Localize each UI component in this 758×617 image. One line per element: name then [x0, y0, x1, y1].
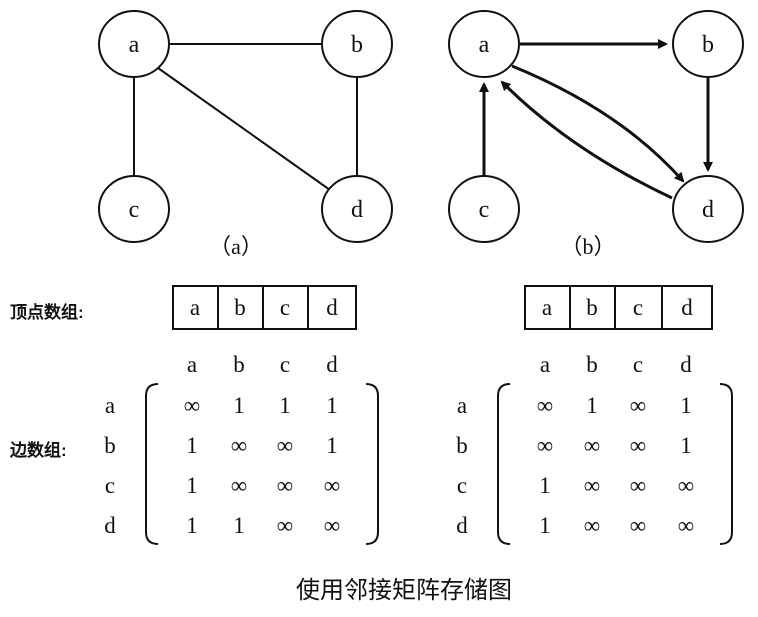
graph-b-label-b: b [702, 32, 714, 58]
matrix-b-col-header: b [586, 352, 598, 377]
matrix-b-cell: ∞ [537, 433, 553, 458]
matrix-b-right-bracket [719, 383, 733, 545]
vertex-cell [661, 285, 713, 330]
vertex-array-a: a b c d [172, 285, 357, 330]
vertex-array-b: a b c d [524, 285, 713, 330]
matrix-b-row-header: c [457, 473, 467, 498]
matrix-b-cell: 1 [539, 473, 551, 498]
matrix-a-col-header: a [187, 352, 197, 377]
vertex-a-3: d [326, 295, 338, 320]
vertex-cell [524, 285, 571, 330]
matrix-a-col-header: d [326, 352, 338, 377]
matrix-a-row-header: b [104, 433, 116, 458]
vertex-a-2: c [280, 295, 290, 320]
matrix-b-cell: ∞ [584, 433, 600, 458]
matrix-a-cell: 1 [186, 473, 198, 498]
matrix-b-col-header: a [540, 352, 550, 377]
matrix-a-cell: 1 [326, 433, 338, 458]
matrix-b-col-header: c [633, 352, 643, 377]
matrix-a-cell: ∞ [184, 393, 200, 418]
vertex-b-1: b [586, 295, 598, 320]
graph-b-node-b [672, 10, 744, 78]
graph-a: a b c d （a） [98, 10, 393, 259]
figure-title: 使用邻接矩阵存储图 [296, 577, 512, 604]
vertex-b-2: c [633, 295, 643, 320]
matrix-a-cell: ∞ [231, 433, 247, 458]
matrix-a-cell: ∞ [324, 513, 340, 538]
graph-a-node-d [321, 175, 393, 243]
graph-b-node-c [448, 175, 520, 243]
matrix-a-col-header: b [233, 352, 245, 377]
graph-b-label-d: d [702, 197, 714, 223]
matrix-a-row-header: a [105, 393, 115, 418]
matrix-b-left-bracket [497, 383, 511, 545]
matrix-b-cell: ∞ [678, 473, 694, 498]
matrix-a-cell: ∞ [277, 433, 293, 458]
edge-a-d [157, 67, 331, 191]
vertex-array-label: 顶点数组: [10, 302, 84, 322]
arc-a-d [511, 64, 685, 183]
graph-a-node-a [98, 10, 170, 78]
matrix-a-cell: 1 [186, 513, 198, 538]
graph-b-label-a: a [479, 32, 490, 58]
matrix-a-cell: 1 [186, 433, 198, 458]
matrix-a-row-header: d [104, 513, 116, 538]
matrix-a-row-header: c [105, 473, 115, 498]
matrix-b: a b c d a b c d ∞ 1 ∞ 1 ∞ ∞ ∞ 1 1 ∞ ∞ ∞ … [456, 352, 733, 545]
matrix-b-cell: ∞ [537, 393, 553, 418]
graph-a-node-c [98, 175, 170, 243]
matrix-b-cell: 1 [539, 513, 551, 538]
vertex-a-0: a [190, 295, 200, 320]
matrix-b-cell: 1 [680, 433, 692, 458]
matrix-b-cell: 1 [680, 393, 692, 418]
graph-b-node-a [448, 10, 520, 78]
matrix-b-col-header: d [680, 352, 692, 377]
graph-b-node-d [672, 175, 744, 243]
matrix-a-cell: 1 [233, 513, 245, 538]
matrix-b-cell: ∞ [630, 473, 646, 498]
vertex-cell [307, 285, 357, 330]
graph-a-label-c: c [129, 197, 140, 223]
vertex-b-0: a [542, 295, 552, 320]
matrix-a-cell: 1 [233, 393, 245, 418]
matrix-a: a b c d a b c d ∞ 1 1 1 1 ∞ ∞ 1 1 ∞ ∞ ∞ … [104, 352, 379, 545]
matrix-a-cell: ∞ [277, 473, 293, 498]
graph-b-label-c: c [479, 197, 490, 223]
graph-b: a b c d （b） [448, 10, 744, 259]
matrix-b-row-header: a [457, 393, 467, 418]
vertex-cell [614, 285, 663, 330]
matrix-a-right-bracket [365, 383, 379, 545]
graph-a-label-a: a [129, 32, 140, 58]
matrix-a-cell: ∞ [324, 473, 340, 498]
matrix-b-cell: ∞ [678, 513, 694, 538]
matrix-a-left-bracket [145, 383, 159, 545]
matrix-a-cell: ∞ [277, 513, 293, 538]
edge-array-label: 边数组: [9, 440, 67, 460]
matrix-a-cell: 1 [326, 393, 338, 418]
matrix-a-cell: 1 [279, 393, 291, 418]
matrix-b-cell: ∞ [584, 513, 600, 538]
graph-a-caption: （a） [209, 234, 263, 259]
matrix-b-row-header: b [456, 433, 468, 458]
matrix-b-cell: ∞ [630, 513, 646, 538]
graph-a-label-b: b [351, 32, 363, 58]
vertex-cell [569, 285, 616, 330]
vertex-b-3: d [681, 295, 693, 320]
matrix-b-row-header: d [456, 513, 468, 538]
matrix-b-cell: ∞ [630, 393, 646, 418]
graph-a-label-d: d [351, 197, 363, 223]
graph-a-node-b [321, 10, 393, 78]
vertex-a-1: b [234, 295, 246, 320]
matrix-b-cell: 1 [586, 393, 598, 418]
matrix-b-cell: ∞ [584, 473, 600, 498]
graph-b-caption: （b） [560, 234, 615, 259]
arc-d-a [500, 80, 673, 200]
matrix-a-col-header: c [280, 352, 290, 377]
matrix-b-cell: ∞ [630, 433, 646, 458]
matrix-a-cell: ∞ [231, 473, 247, 498]
